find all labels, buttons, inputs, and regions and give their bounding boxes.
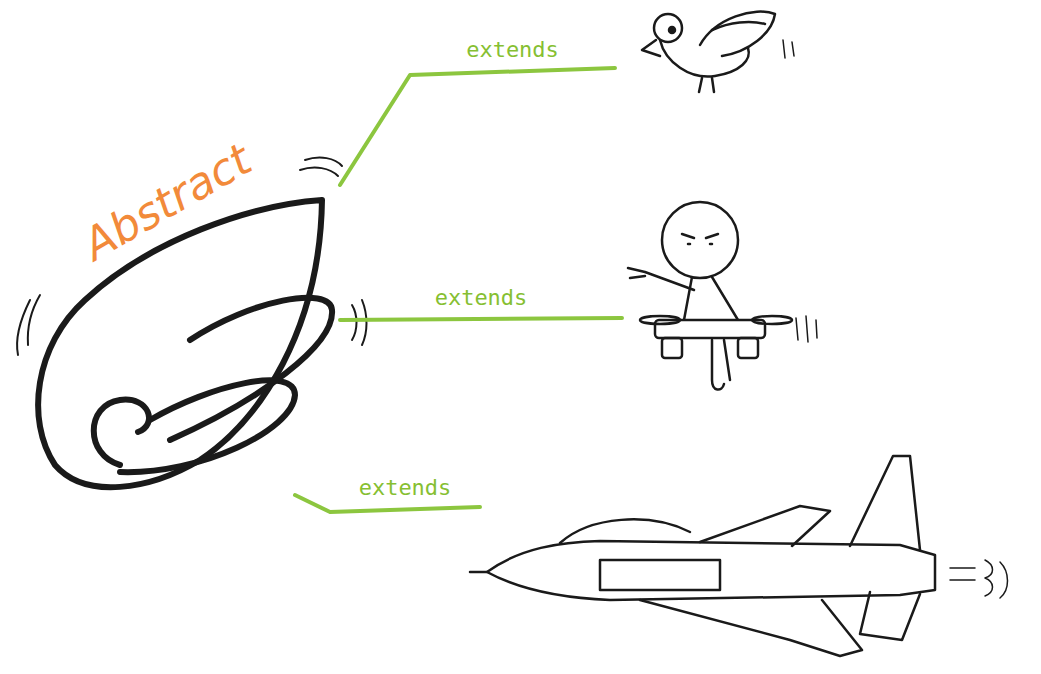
wing-node: Abstract <box>20 140 340 495</box>
hover-rider-drawing <box>628 202 817 390</box>
jet-node <box>480 445 1035 670</box>
bird-drawing <box>642 12 794 92</box>
extends-connector <box>340 318 622 320</box>
jet-drawing <box>470 456 1008 656</box>
extends-connector <box>340 68 615 185</box>
rider-node <box>622 200 837 400</box>
bird-node <box>615 5 795 100</box>
edge-label: extends <box>356 475 455 501</box>
node-heading: Abstract <box>75 135 259 269</box>
edge-label: extends <box>432 285 531 311</box>
edge-label: extends <box>463 37 562 63</box>
